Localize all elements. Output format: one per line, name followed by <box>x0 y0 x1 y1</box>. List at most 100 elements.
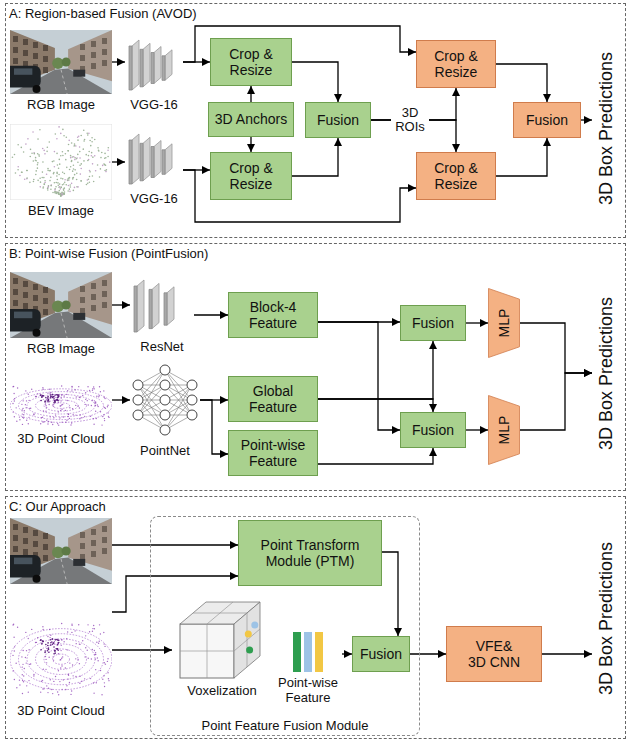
point-cloud-image: 3D Point Cloud <box>10 372 112 452</box>
point-cloud-image-art <box>54 650 56 652</box>
bev-image-art <box>100 168 102 170</box>
pointnet-icon-art <box>133 380 143 390</box>
bev-image-art <box>65 184 67 186</box>
point-cloud-image-art <box>84 404 85 405</box>
bev-image-art <box>24 178 26 180</box>
point-cloud-image-art <box>93 625 94 626</box>
bev-image-art <box>94 139 96 141</box>
bev-image-art <box>76 186 78 188</box>
box-label: Fusion <box>360 646 402 662</box>
bev-image-art <box>43 150 45 152</box>
bev-image-art <box>35 160 37 162</box>
point-cloud-image-art <box>92 400 93 401</box>
bev-image-art <box>93 181 95 183</box>
output-node: 3D Box Predictions <box>592 262 622 484</box>
connector-arrow <box>342 653 352 654</box>
rgb-image-art <box>61 546 70 555</box>
bev-image-art <box>87 179 89 181</box>
bev-image-art <box>79 151 81 153</box>
point-cloud-image-art <box>95 658 96 659</box>
point-cloud-image-art <box>36 642 37 643</box>
bev-image-art <box>68 144 70 146</box>
bev-image-art <box>37 164 39 166</box>
bev-image-art <box>88 151 90 153</box>
bev-image-art <box>74 174 76 176</box>
rgb-image-art <box>102 60 107 66</box>
point-cloud-image-art <box>95 405 96 406</box>
point-cloud-image-art <box>53 653 55 655</box>
point-cloud-image-art <box>69 662 70 663</box>
rgb-image-art <box>80 44 85 50</box>
point-cloud-image-art <box>48 404 49 405</box>
voxel-grid-art <box>234 602 260 678</box>
process-box: Fusion <box>352 636 410 672</box>
bev-image-art <box>38 155 40 157</box>
rgb-image-art <box>14 68 32 74</box>
voxel-grid-art <box>251 622 258 629</box>
point-cloud-image-art <box>35 396 36 397</box>
rgb-image <box>10 518 112 584</box>
bev-image-art <box>64 173 66 175</box>
bev-image-art <box>47 170 49 172</box>
bev-image-art <box>27 138 29 140</box>
bev-image-art <box>88 159 90 161</box>
bev-image-art <box>59 163 61 165</box>
point-cloud-image-art <box>67 416 68 417</box>
bev-image-art <box>63 193 65 195</box>
point-cloud-image-art <box>67 649 68 650</box>
point-cloud-image-art <box>93 418 94 419</box>
connector-arrow <box>520 373 592 430</box>
point-cloud-image-art <box>58 653 59 654</box>
bev-image-art <box>26 170 28 172</box>
point-cloud-image-art <box>107 412 108 413</box>
point-cloud-image-art <box>24 410 25 411</box>
voxel-grid: Voxelization <box>172 596 272 700</box>
point-cloud-image-art <box>100 391 101 392</box>
cnn-icon-art <box>137 280 144 332</box>
point-cloud-image-art <box>57 644 59 646</box>
bev-image-art <box>37 162 39 164</box>
pointnet-icon-art <box>138 370 165 415</box>
bev-image-art <box>94 155 96 157</box>
voxel-grid-art <box>180 651 234 652</box>
point-cloud-image-art <box>27 639 95 680</box>
bev-image-art <box>35 159 37 161</box>
connector-arrow <box>410 653 446 654</box>
point-cloud-image-art <box>10 598 112 700</box>
output-label: 3D Box Predictions <box>597 296 618 449</box>
point-cloud-image-art <box>63 679 64 680</box>
point-cloud-image-art <box>96 396 97 397</box>
point-cloud-image-art <box>23 414 24 415</box>
point-cloud-image-art <box>42 641 44 643</box>
bev-image-art <box>50 185 52 187</box>
box-label: Fusion <box>526 112 568 128</box>
rgb-image-art <box>43 309 48 315</box>
point-cloud-image-art <box>42 626 43 627</box>
point-cloud-image-art <box>65 410 66 411</box>
point-cloud-image-art <box>49 629 50 630</box>
bev-image-art <box>56 191 58 193</box>
point-cloud-image-art <box>48 651 50 653</box>
point-cloud-image-art <box>96 418 97 419</box>
point-cloud-image-art <box>54 641 55 642</box>
cnn-icon: ResNet <box>130 276 194 354</box>
point-cloud-image-art <box>44 649 78 669</box>
bev-image-art <box>92 175 94 177</box>
point-cloud-image-art <box>57 648 59 650</box>
point-cloud-image-art <box>95 411 96 412</box>
rgb-image-art <box>33 329 41 337</box>
bev-image-art <box>37 138 39 140</box>
rgb-image-art <box>33 42 38 48</box>
pointnet-icon-art <box>165 370 192 415</box>
bev-image-art <box>65 159 67 161</box>
bev-image-art <box>54 191 56 193</box>
point-cloud-image-art <box>51 638 53 640</box>
pointnet-icon-art <box>187 380 197 390</box>
bev-image-art <box>104 164 106 166</box>
point-cloud-image-art <box>19 392 104 420</box>
point-cloud-image-art <box>61 394 62 395</box>
point-cloud-image-art <box>70 424 71 425</box>
bev-image-art <box>72 156 74 158</box>
mlp-block: MLP <box>488 395 520 465</box>
point-cloud-image-art <box>22 664 23 665</box>
